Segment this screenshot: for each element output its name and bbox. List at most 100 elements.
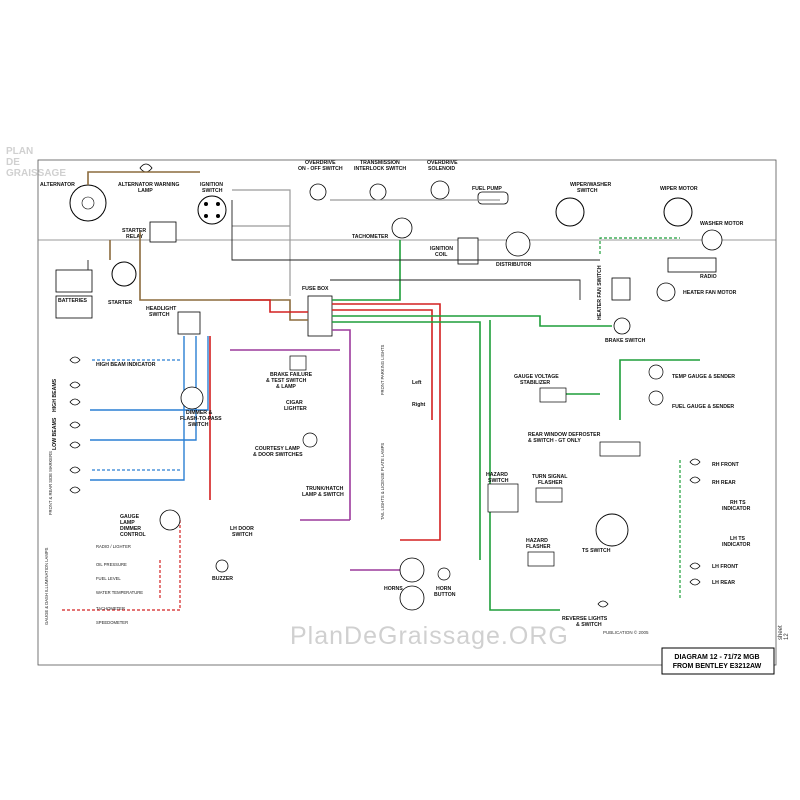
svg-text:STABILIZER: STABILIZER xyxy=(520,380,550,386)
svg-text:STARTER: STARTER xyxy=(122,228,146,234)
svg-text:IGNITION: IGNITION xyxy=(430,246,453,252)
svg-text:OVERDRIVE: OVERDRIVE xyxy=(427,160,458,166)
svg-text:LOW BEAMS: LOW BEAMS xyxy=(52,417,58,450)
svg-text:LAMP: LAMP xyxy=(138,188,153,194)
svg-text:FLASHER: FLASHER xyxy=(526,544,551,550)
svg-text:DIMMER &: DIMMER & xyxy=(186,410,212,416)
horns: HORNS xyxy=(384,557,425,611)
starter-relay: STARTER RELAY xyxy=(122,221,177,243)
svg-text:HEADLIGHT: HEADLIGHT xyxy=(146,306,177,312)
svg-text:SOLENOID: SOLENOID xyxy=(428,166,455,172)
title-block xyxy=(661,647,775,675)
svg-text:TEMP GAUGE & SENDER: TEMP GAUGE & SENDER xyxy=(672,374,735,380)
fuse-box: FUSE BOX xyxy=(302,286,333,337)
gauge-lamp-dimmer: GAUGE LAMP DIMMER CONTROL xyxy=(120,509,181,538)
lh-front-lamp: LH FRONT xyxy=(689,562,739,570)
svg-text:REVERSE LIGHTS: REVERSE LIGHTS xyxy=(562,616,608,622)
svg-text:LAMP & SWITCH: LAMP & SWITCH xyxy=(302,492,344,498)
wire-brown xyxy=(87,171,308,321)
svg-text:INDICATOR: INDICATOR xyxy=(722,506,751,512)
svg-text:BUTTON: BUTTON xyxy=(434,592,456,598)
low-beams-group: LOW BEAMS xyxy=(52,417,81,450)
svg-text:FLASHER: FLASHER xyxy=(538,480,563,486)
diagram-title-line1: DIAGRAM 12 - 71/72 MGB xyxy=(674,654,760,661)
svg-text:INDICATOR: INDICATOR xyxy=(722,542,751,548)
svg-text:FUEL PUMP: FUEL PUMP xyxy=(472,186,502,192)
wire-red xyxy=(209,299,441,541)
svg-text:OVERDRIVE: OVERDRIVE xyxy=(305,160,336,166)
svg-text:Left: Left xyxy=(412,380,422,386)
svg-text:FUEL GAUGE & SENDER: FUEL GAUGE & SENDER xyxy=(672,404,734,410)
svg-text:LIGHTER: LIGHTER xyxy=(284,406,307,412)
svg-text:FRONT & REAR SIDE MARKERS: FRONT & REAR SIDE MARKERS xyxy=(48,451,53,515)
wire-purple xyxy=(230,329,400,571)
svg-text:COIL: COIL xyxy=(435,252,448,258)
ts-switch: TS SWITCH xyxy=(582,513,629,554)
tachometer: TACHOMETER xyxy=(352,217,413,240)
overdrive-switch: OVERDRIVE ON - OFF SWITCH xyxy=(298,160,343,201)
overdrive-solenoid: OVERDRIVE SOLENOID xyxy=(427,160,458,200)
svg-text:SWITCH: SWITCH xyxy=(202,188,223,194)
svg-text:WASHER MOTOR: WASHER MOTOR xyxy=(700,221,744,227)
lh-ts-indicator: LH TS INDICATOR xyxy=(722,536,751,548)
svg-text:DIMMER: DIMMER xyxy=(120,526,141,532)
starter: STARTER xyxy=(108,261,137,306)
svg-text:SPEEDOMETER: SPEEDOMETER xyxy=(96,620,128,625)
dimmer-switch: DIMMER & FLASH-TO-PASS SWITCH xyxy=(180,386,222,428)
radio: RADIO xyxy=(667,257,717,280)
svg-text:SWITCH: SWITCH xyxy=(577,188,598,194)
courtesy-lamp: COURTESY LAMP & DOOR SWITCHES xyxy=(253,432,318,458)
svg-text:OIL PRESSURE: OIL PRESSURE xyxy=(96,562,127,567)
buzzer: BUZZER xyxy=(212,559,233,582)
svg-text:FLASH-TO-PASS: FLASH-TO-PASS xyxy=(180,416,222,422)
svg-text:Right: Right xyxy=(412,402,426,408)
wire-gray xyxy=(232,189,500,296)
svg-text:COURTESY LAMP: COURTESY LAMP xyxy=(255,446,300,452)
ignition-coil: IGNITION COIL xyxy=(430,237,479,265)
svg-text:HEATER FAN MOTOR: HEATER FAN MOTOR xyxy=(683,290,737,296)
svg-text:GAUGE & DASH ILLUMINATION LAMP: GAUGE & DASH ILLUMINATION LAMPS xyxy=(44,547,49,625)
svg-text:INTERLOCK SWITCH: INTERLOCK SWITCH xyxy=(354,166,406,172)
svg-text:SWITCH: SWITCH xyxy=(232,532,253,538)
alternator: ALTERNATOR xyxy=(40,182,107,222)
brake-failure-switch: BRAKE FAILURE & TEST SWITCH & LAMP xyxy=(266,355,313,390)
svg-text:HORN: HORN xyxy=(436,586,452,592)
svg-text:RELAY: RELAY xyxy=(126,234,144,240)
svg-text:SWITCH: SWITCH xyxy=(188,422,209,428)
alternator-warning-lamp: ALTERNATOR WARNING LAMP xyxy=(118,163,179,194)
svg-text:HIGH BEAM INDICATOR: HIGH BEAM INDICATOR xyxy=(96,362,156,368)
transmission-interlock-switch: TRANSMISSION INTERLOCK SWITCH xyxy=(354,160,406,201)
reverse-lights: REVERSE LIGHTS & SWITCH xyxy=(562,600,609,628)
diagram-title-line2: FROM BENTLEY E3212AW xyxy=(672,663,762,670)
tail-lights: TAIL LIGHTS & LICENSE PLATE LAMPS xyxy=(380,443,385,520)
wiper-washer-switch: WIPER/WASHER SWITCH xyxy=(555,182,611,227)
wire-black xyxy=(87,200,600,300)
svg-text:STARTER: STARTER xyxy=(108,300,132,306)
horn-button: HORN BUTTON xyxy=(434,567,456,598)
wire-red-dashed xyxy=(60,520,181,611)
svg-text:RADIO: RADIO xyxy=(700,274,717,280)
svg-text:TRUNK/HATCH: TRUNK/HATCH xyxy=(306,486,344,492)
temp-gauge: TEMP GAUGE & SENDER xyxy=(648,364,735,380)
fuel-gauge: FUEL GAUGE & SENDER xyxy=(648,390,734,410)
lh-door-switch: LH DOOR SWITCH xyxy=(230,526,254,538)
lh-rear-lamp: LH REAR xyxy=(689,578,735,586)
high-beams-group: HIGH BEAMS xyxy=(52,378,81,412)
high-beam-indicator: HIGH BEAM INDICATOR xyxy=(69,356,156,368)
svg-text:FUSE BOX: FUSE BOX xyxy=(302,286,329,292)
svg-text:& SWITCH: & SWITCH xyxy=(576,622,602,628)
illumination-lamps-group: GAUGE & DASH ILLUMINATION LAMPS RADIO / … xyxy=(44,544,143,625)
svg-text:LH TS: LH TS xyxy=(730,536,746,542)
publisher-credit: PUBLICATION © 2005 xyxy=(603,630,649,635)
trunk-lamp: TRUNK/HATCH LAMP & SWITCH xyxy=(302,486,344,498)
turn-signal-flasher: TURN SIGNAL FLASHER xyxy=(532,474,568,503)
hazard-flasher: HAZARD FLASHER xyxy=(526,538,555,567)
svg-text:& TEST SWITCH: & TEST SWITCH xyxy=(266,378,307,384)
svg-text:WIPER MOTOR: WIPER MOTOR xyxy=(660,186,698,192)
svg-text:TRANSMISSION: TRANSMISSION xyxy=(360,160,400,166)
svg-text:LH DOOR: LH DOOR xyxy=(230,526,254,532)
rear-window-defroster: REAR WINDOW DEFROSTER & SWITCH - GT ONLY xyxy=(528,432,641,457)
gauge-voltage-stabilizer: GAUGE VOLTAGE STABILIZER xyxy=(514,374,567,403)
watermark-logo: PLAN DE GRAISSAGE xyxy=(6,146,67,179)
